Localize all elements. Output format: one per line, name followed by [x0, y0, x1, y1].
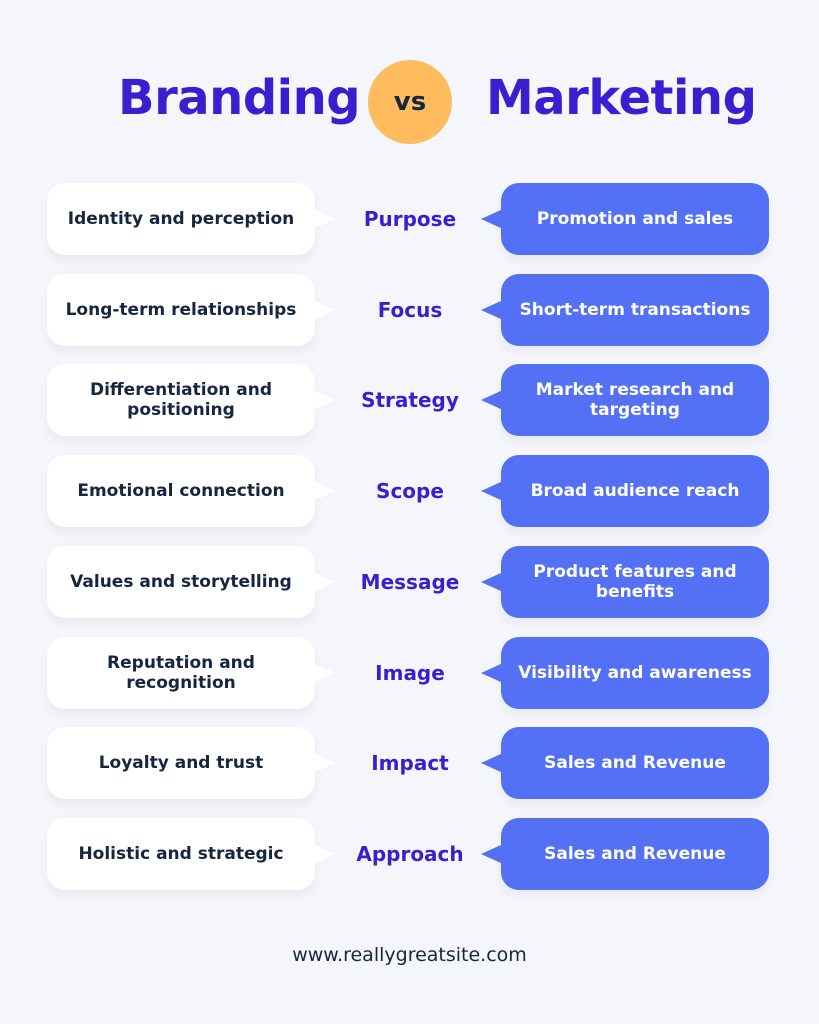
footer-url: www.reallygreatsite.com: [292, 944, 527, 966]
branding-bubble: Values and storytelling: [47, 545, 335, 618]
branding-bubble: Holistic and strategic: [47, 817, 335, 890]
branding-text: Loyalty and trust: [98, 753, 264, 774]
branding-bubble: Emotional connection: [47, 455, 335, 528]
branding-bubble: Differentiation and positioning: [47, 364, 335, 437]
comparison-row: Values and storytelling Message Product fe…: [0, 545, 819, 618]
aspect-label: Strategy: [361, 388, 459, 413]
marketing-bubble: Sales and Revenue: [481, 817, 769, 890]
aspect-label: Approach: [356, 841, 464, 866]
branding-text: Holistic and strategic: [78, 843, 284, 864]
aspect-label: Impact: [371, 751, 449, 776]
branding-bubble: Identity and perception: [47, 183, 335, 255]
vs-badge: vs: [368, 60, 452, 144]
comparison-row: Loyalty and trust Impact Sales and Revenue: [0, 727, 819, 800]
branding-text: Reputation and recognition: [107, 652, 255, 693]
marketing-bubble: Promotion and sales: [481, 183, 769, 255]
aspect-label: Scope: [376, 479, 444, 504]
aspect-label: Image: [375, 660, 445, 685]
marketing-text: Short-term transactions: [519, 299, 751, 320]
marketing-text: Market research and targeting: [535, 380, 735, 421]
branding-title: Branding: [118, 70, 361, 126]
branding-bubble: Loyalty and trust: [47, 727, 335, 800]
marketing-text: Broad audience reach: [530, 481, 740, 502]
branding-text: Values and storytelling: [70, 571, 292, 592]
marketing-text: Promotion and sales: [536, 209, 734, 229]
marketing-text: Product features and benefits: [533, 561, 737, 602]
branding-text: Emotional connection: [77, 481, 285, 502]
branding-text: Identity and perception: [67, 209, 295, 229]
marketing-bubble: Broad audience reach: [481, 455, 769, 528]
marketing-bubble: Visibility and awareness: [481, 636, 769, 709]
marketing-text: Sales and Revenue: [544, 843, 726, 864]
comparison-row: Emotional connection Scope Broad audience …: [0, 455, 819, 528]
marketing-bubble: Market research and targeting: [481, 364, 769, 437]
comparison-row: Differentiation and positioning Strategy M…: [0, 364, 819, 437]
marketing-bubble: Sales and Revenue: [481, 727, 769, 800]
aspect-label: Focus: [377, 297, 443, 322]
comparison-row: Holistic and strategic Approach Sales and …: [0, 817, 819, 890]
comparison-row: Reputation and recognition Image Visibilit…: [0, 636, 819, 709]
branding-bubble: Long-term relationships: [47, 273, 335, 346]
marketing-bubble: Short-term transactions: [481, 273, 769, 346]
marketing-text: Sales and Revenue: [544, 753, 726, 774]
branding-text: Differentiation and positioning: [89, 380, 273, 421]
marketing-bubble: Product features and benefits: [481, 545, 769, 618]
branding-text: Long-term relationships: [65, 299, 297, 320]
aspect-label: Purpose: [363, 207, 457, 231]
comparison-row: Identity and perception Purpose Promotion …: [0, 183, 819, 255]
branding-bubble: Reputation and recognition: [47, 636, 335, 709]
marketing-title: Marketing: [486, 70, 757, 126]
marketing-text: Visibility and awareness: [518, 662, 752, 683]
comparison-row: Long-term relationships Focus Short-term t…: [0, 273, 819, 346]
aspect-label: Message: [360, 569, 460, 594]
